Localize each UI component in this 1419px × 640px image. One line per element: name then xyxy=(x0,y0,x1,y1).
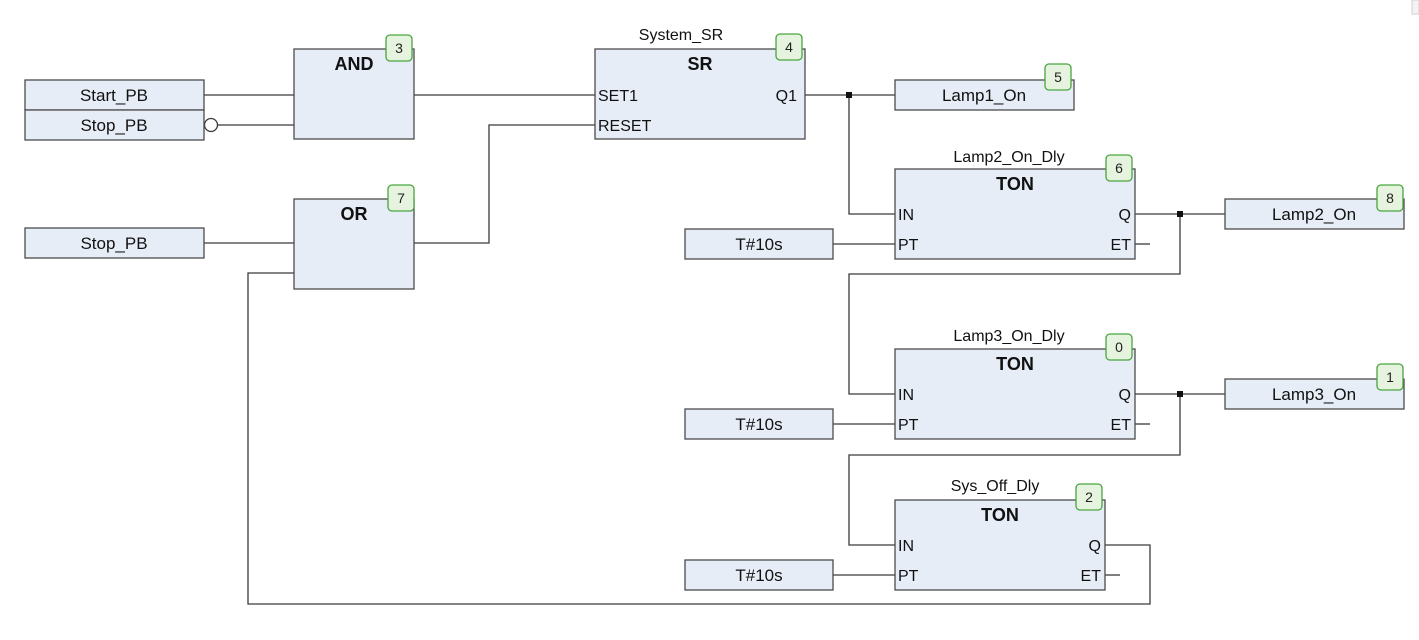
ton-lamp3-pin-in[interactable]: IN xyxy=(898,387,914,404)
sr-block-type: SR xyxy=(687,54,712,74)
or-block-badge: 7 xyxy=(387,184,415,212)
and-block-badge-label: 3 xyxy=(395,40,403,56)
output-var-lamp1-on-label: Lamp1_On xyxy=(942,86,1026,105)
wire-lamp2-dly-q-to-lamp3-dly-in[interactable] xyxy=(848,214,1181,395)
and-block-badge: 3 xyxy=(385,34,413,62)
ton-lamp3-pin-q[interactable]: Q xyxy=(1119,387,1131,404)
ton-block-sys-off-dly[interactable]: Sys_Off_Dly TON IN PT Q ET 2 xyxy=(894,478,1106,591)
input-var-stop-pb-and-label: Stop_PB xyxy=(80,116,147,135)
wire-lamp3-dly-q-to-sysoff-dly-in[interactable] xyxy=(848,394,1181,546)
output-lamp1-on-badge: 5 xyxy=(1044,63,1072,91)
ton-lamp2-pin-et[interactable]: ET xyxy=(1111,237,1132,254)
junction-dot-lamp2-dly-q xyxy=(1177,211,1183,217)
ton-lamp3-badge: 0 xyxy=(1105,333,1133,361)
output-var-lamp1-on[interactable]: Lamp1_On 5 xyxy=(894,63,1075,111)
input-var-pt-lamp3[interactable]: T#10s xyxy=(684,408,834,440)
ton-sysoff-pin-q[interactable]: Q xyxy=(1089,538,1101,555)
input-var-pt-lamp2[interactable]: T#10s xyxy=(684,228,834,260)
ton-lamp3-instance-name: Lamp3_On_Dly xyxy=(953,328,1064,345)
input-var-pt-sysoff-label: T#10s xyxy=(735,566,782,585)
ton-lamp2-instance-name: Lamp2_On_Dly xyxy=(953,149,1064,166)
wire-sysoff-dly-q-feedback-to-or[interactable] xyxy=(247,272,1151,605)
input-var-start-pb-label: Start_PB xyxy=(80,86,148,105)
ton-lamp3-pin-et[interactable]: ET xyxy=(1111,417,1132,434)
input-var-stop-pb-or[interactable]: Stop_PB xyxy=(24,227,205,259)
input-var-pt-sysoff[interactable]: T#10s xyxy=(684,559,834,591)
or-block[interactable]: OR 7 xyxy=(293,184,415,290)
or-block-type: OR xyxy=(341,204,368,224)
and-block[interactable]: AND 3 xyxy=(293,34,415,140)
ton-sysoff-pin-in[interactable]: IN xyxy=(898,538,914,555)
negation-circle-stop-pb xyxy=(203,117,219,133)
sr-block-badge: 4 xyxy=(775,33,803,61)
ton-lamp2-pin-in[interactable]: IN xyxy=(898,207,914,224)
sr-pin-reset[interactable]: RESET xyxy=(598,118,652,135)
input-var-pt-lamp3-label: T#10s xyxy=(735,415,782,434)
ton-lamp2-type: TON xyxy=(996,174,1034,194)
output-lamp2-on-badge: 8 xyxy=(1376,184,1404,212)
ton-lamp2-pin-pt[interactable]: PT xyxy=(898,237,919,254)
output-lamp3-on-badge-label: 1 xyxy=(1386,369,1394,385)
sr-pin-q1[interactable]: Q1 xyxy=(776,88,797,105)
ton-sysoff-instance-name: Sys_Off_Dly xyxy=(951,478,1040,495)
and-block-type: AND xyxy=(335,54,374,74)
input-var-start-pb[interactable]: Start_PB xyxy=(24,79,205,111)
ton-lamp2-badge-label: 6 xyxy=(1115,160,1123,176)
ton-sysoff-pin-pt[interactable]: PT xyxy=(898,568,919,585)
ton-lamp2-badge: 6 xyxy=(1105,154,1133,182)
ton-sysoff-type: TON xyxy=(981,505,1019,525)
sr-block-system-sr[interactable]: System_SR SR SET1 RESET Q1 4 xyxy=(594,27,806,140)
sr-pin-set1[interactable]: SET1 xyxy=(598,88,638,105)
sr-block-badge-label: 4 xyxy=(785,39,793,55)
ton-sysoff-badge-label: 2 xyxy=(1085,489,1093,505)
input-var-pt-lamp2-label: T#10s xyxy=(735,235,782,254)
ton-sysoff-badge: 2 xyxy=(1075,483,1103,511)
scrollbar-corner[interactable] xyxy=(1411,0,1419,15)
output-lamp1-on-badge-label: 5 xyxy=(1054,69,1062,85)
input-var-stop-pb-or-label: Stop_PB xyxy=(80,234,147,253)
output-lamp2-on-badge-label: 8 xyxy=(1386,190,1394,206)
ton-lamp3-badge-label: 0 xyxy=(1115,339,1123,355)
or-block-badge-label: 7 xyxy=(397,190,405,206)
input-var-stop-pb-and[interactable]: Stop_PB xyxy=(24,109,205,141)
ton-lamp3-type: TON xyxy=(996,354,1034,374)
wire-sr-q1-to-lamp2-dly-in[interactable] xyxy=(848,95,895,215)
output-var-lamp2-on-label: Lamp2_On xyxy=(1272,205,1356,224)
junction-dot-lamp3-dly-q xyxy=(1177,391,1183,397)
wire-or-to-sr-reset[interactable] xyxy=(414,124,595,244)
ton-block-lamp2-on-dly[interactable]: Lamp2_On_Dly TON IN PT Q ET 6 xyxy=(894,149,1136,260)
output-var-lamp3-on[interactable]: Lamp3_On 1 xyxy=(1224,363,1405,410)
output-lamp3-on-badge: 1 xyxy=(1376,363,1404,391)
ton-lamp2-pin-q[interactable]: Q xyxy=(1119,207,1131,224)
ton-block-lamp3-on-dly[interactable]: Lamp3_On_Dly TON IN PT Q ET 0 xyxy=(894,328,1136,440)
output-var-lamp2-on[interactable]: Lamp2_On 8 xyxy=(1224,184,1405,230)
ton-lamp3-pin-pt[interactable]: PT xyxy=(898,417,919,434)
output-var-lamp3-on-label: Lamp3_On xyxy=(1272,385,1356,404)
sr-block-instance-name: System_SR xyxy=(639,27,723,44)
junction-dot-sr-q1 xyxy=(846,92,852,98)
ton-sysoff-pin-et[interactable]: ET xyxy=(1081,568,1102,585)
